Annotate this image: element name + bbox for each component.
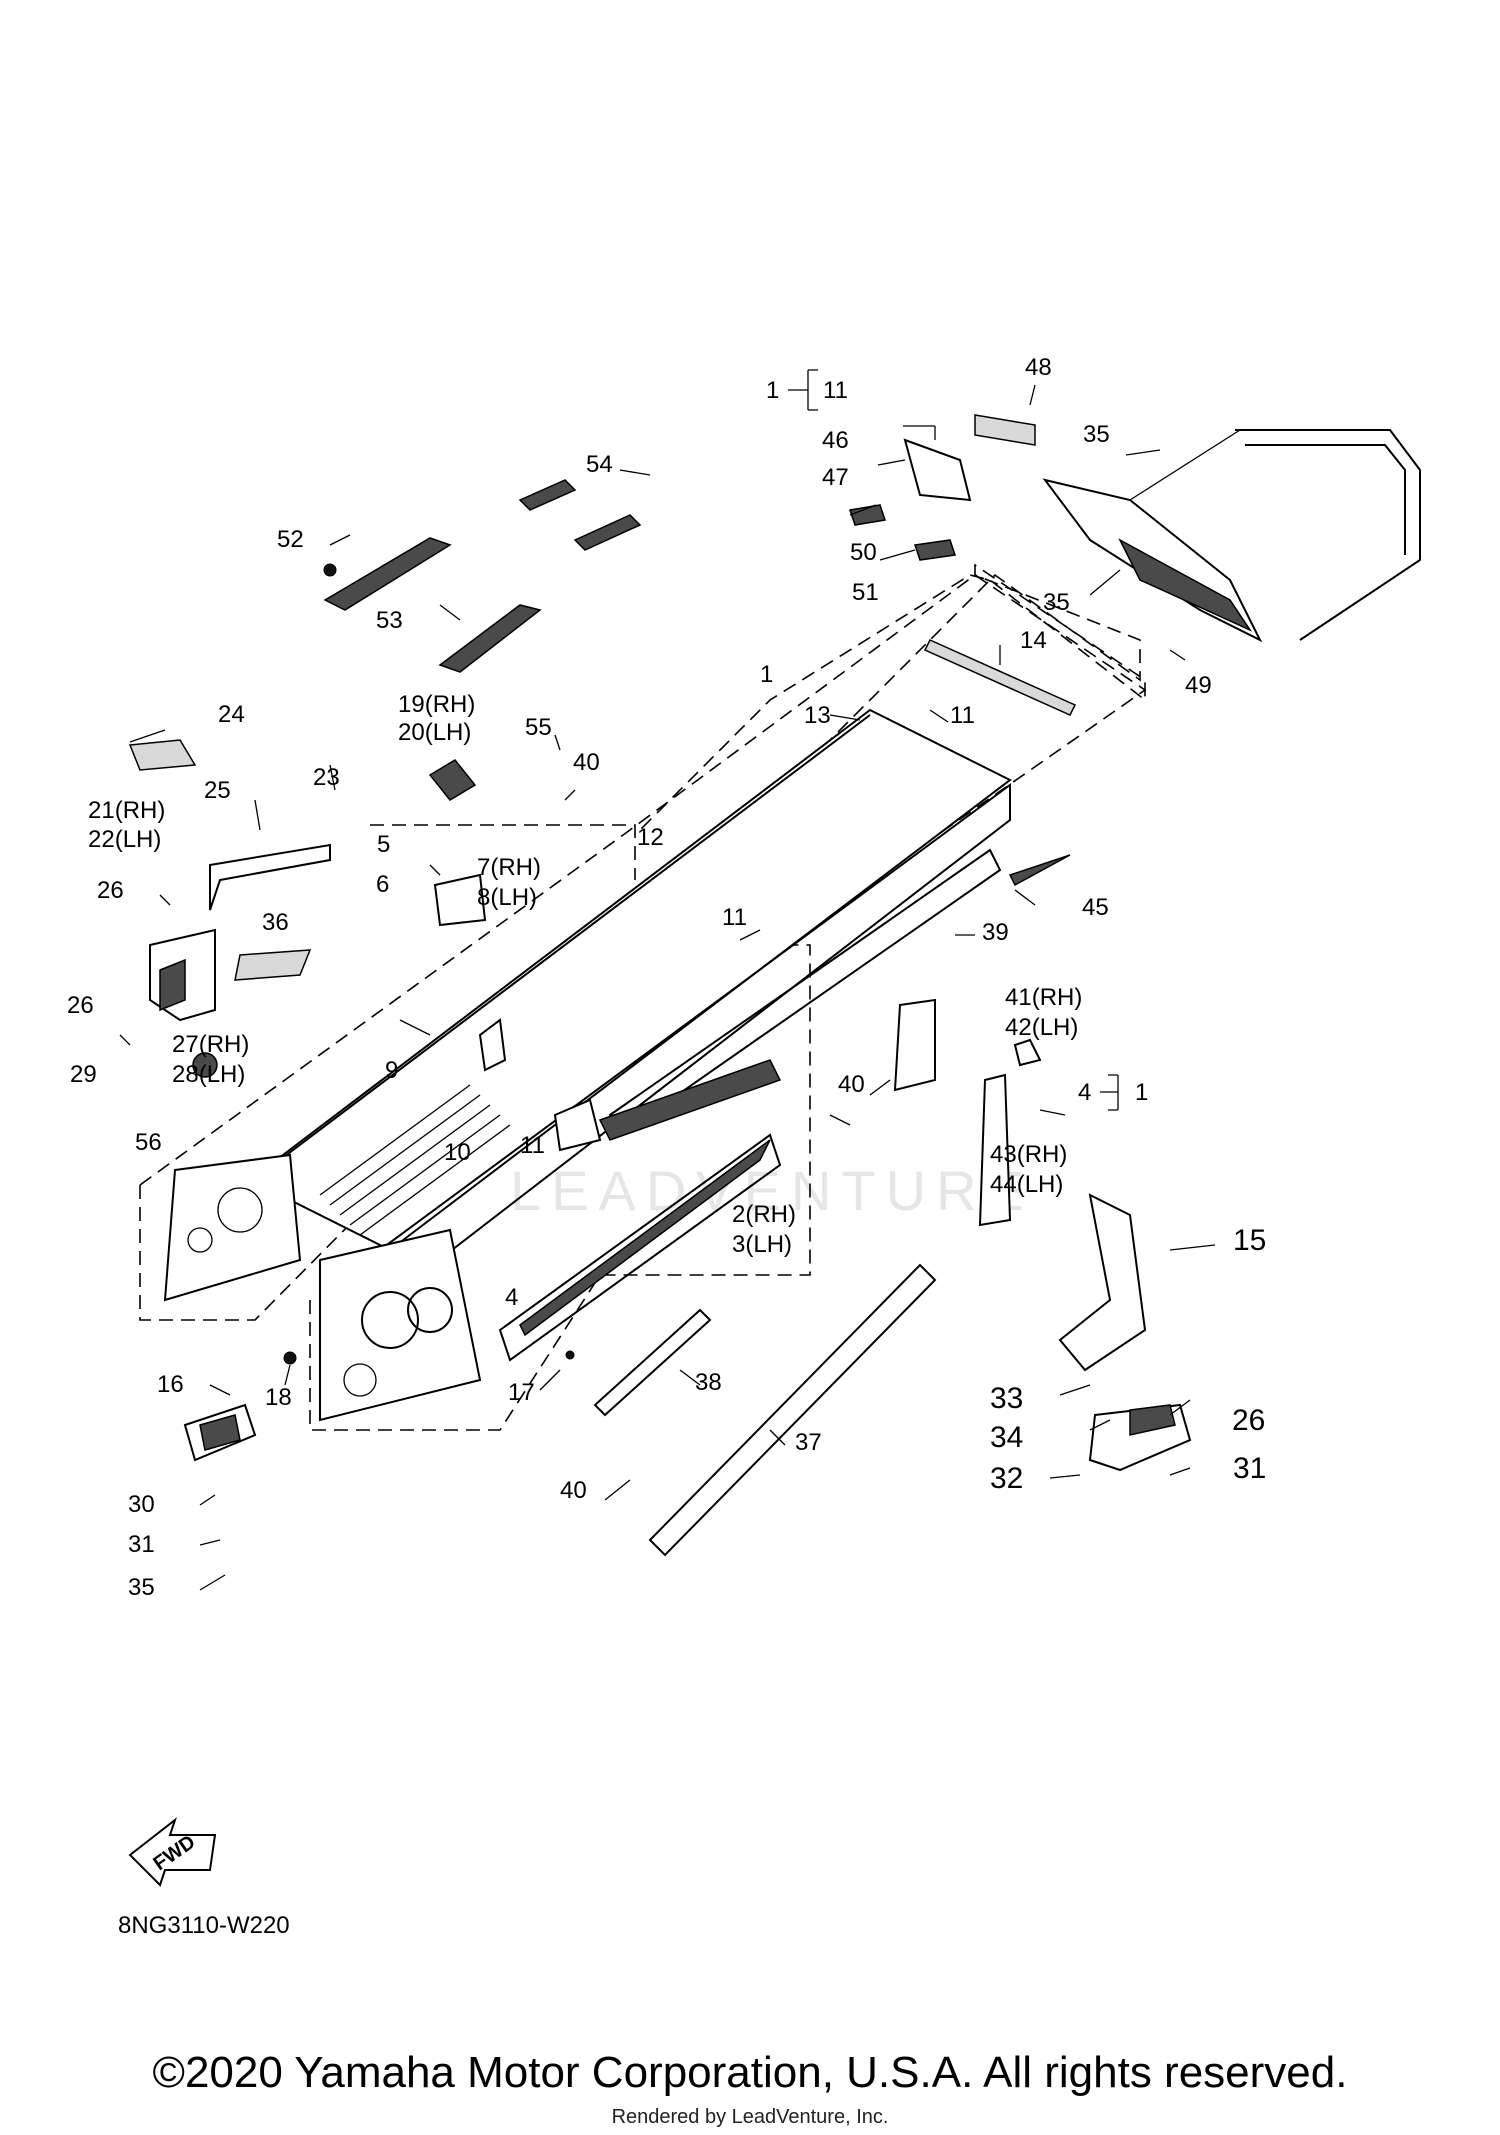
tunnel-frame <box>163 639 1077 1422</box>
tunnel-slots <box>319 1084 511 1236</box>
callout-13: 13 <box>804 702 831 729</box>
foam-pads <box>323 479 642 673</box>
callout-40-a: 40 <box>573 749 600 776</box>
callout-41: 41(RH) <box>1005 984 1082 1011</box>
callout-11-a: 11 <box>950 702 975 729</box>
callout-1-mid: 1 <box>760 661 773 688</box>
callout-45: 45 <box>1082 894 1109 921</box>
callout-4-b: 4 <box>505 1284 518 1311</box>
callout-21: 21(RH) <box>88 797 165 824</box>
callout-47: 47 <box>822 464 849 491</box>
callout-24: 24 <box>218 701 245 728</box>
callout-23: 23 <box>313 764 340 791</box>
rendered-by-notice: Rendered by LeadVenture, Inc. <box>611 2106 889 2128</box>
callout-39: 39 <box>982 919 1009 946</box>
callout-36: 36 <box>262 909 289 936</box>
callout-37: 37 <box>795 1429 822 1456</box>
callout-40-c: 40 <box>560 1477 587 1504</box>
callout-48: 48 <box>1025 354 1052 381</box>
callout-38: 38 <box>695 1369 722 1396</box>
callout-46: 46 <box>822 427 849 454</box>
callout-29: 29 <box>70 1061 97 1088</box>
callout-5: 5 <box>377 831 390 858</box>
callout-51: 51 <box>852 579 879 606</box>
lower-parts <box>183 1263 937 1557</box>
callout-6: 6 <box>376 871 389 898</box>
callout-1-top: 1 <box>766 377 779 404</box>
callout-26-c: 26 <box>1232 1404 1265 1437</box>
fwd-arrow: FWD <box>128 1817 217 1887</box>
callout-50: 50 <box>850 539 877 566</box>
callout-7: 7(RH) <box>477 854 541 881</box>
callout-26-a: 26 <box>97 877 124 904</box>
callout-43: 43(RH) <box>990 1141 1067 1168</box>
callout-52: 52 <box>277 526 304 553</box>
left-side-parts <box>128 563 337 1078</box>
callout-12: 12 <box>637 824 664 851</box>
callout-17: 17 <box>508 1379 535 1406</box>
watermark: LEADVENTURE <box>510 1159 1034 1222</box>
callout-22: 22(LH) <box>88 826 161 853</box>
callout-26-b: 26 <box>67 992 94 1019</box>
callout-25: 25 <box>204 777 231 804</box>
callout-44: 44(LH) <box>990 1171 1063 1198</box>
callout-49: 49 <box>1185 672 1212 699</box>
callout-42: 42(LH) <box>1005 1014 1078 1041</box>
callout-18: 18 <box>265 1384 292 1411</box>
callout-53: 53 <box>376 607 403 634</box>
callout-15: 15 <box>1233 1224 1266 1257</box>
callout-30: 30 <box>128 1491 155 1518</box>
callout-35-top: 35 <box>1083 421 1110 448</box>
callout-3: 3(LH) <box>732 1231 792 1258</box>
callout-55: 55 <box>525 714 552 741</box>
callout-2: 2(RH) <box>732 1201 796 1228</box>
leader-lines <box>119 384 1216 1591</box>
callout-34: 34 <box>990 1421 1023 1454</box>
callout-11-c: 11 <box>520 1132 545 1159</box>
callout-19: 19(RH) <box>398 691 475 718</box>
callout-56: 56 <box>135 1129 162 1156</box>
callout-35-bot: 35 <box>128 1574 155 1601</box>
callout-40-b: 40 <box>838 1071 865 1098</box>
callout-33: 33 <box>990 1382 1023 1415</box>
callout-27: 27(RH) <box>172 1031 249 1058</box>
diagram-code: 8NG3110-W220 <box>118 1912 290 1939</box>
callout-32: 32 <box>990 1462 1023 1495</box>
rear-bumper-assembly <box>849 414 1421 643</box>
callout-4-a: 4 <box>1078 1079 1091 1106</box>
callout-10: 10 <box>444 1139 471 1166</box>
callout-28: 28(LH) <box>172 1061 245 1088</box>
callout-11-top: 11 <box>823 377 848 404</box>
callout-9: 9 <box>385 1057 398 1084</box>
callout-labels: 1 11 48 46 47 35 50 51 35 54 52 53 14 49… <box>67 354 1266 1601</box>
callout-20: 20(LH) <box>398 719 471 746</box>
center-brackets <box>428 759 782 1152</box>
callout-31-a: 31 <box>1233 1452 1266 1485</box>
callout-11-b: 11 <box>722 904 747 931</box>
right-side-parts <box>893 998 1192 1472</box>
callout-54: 54 <box>586 451 613 478</box>
callout-16: 16 <box>157 1371 184 1398</box>
callout-31-b: 31 <box>128 1531 155 1558</box>
callout-8: 8(LH) <box>477 884 537 911</box>
copyright-notice: ©2020 Yamaha Motor Corporation, U.S.A. A… <box>152 2048 1348 2097</box>
callout-1-right: 1 <box>1135 1079 1148 1106</box>
callout-14: 14 <box>1020 627 1047 654</box>
callout-35-mid: 35 <box>1043 589 1070 616</box>
